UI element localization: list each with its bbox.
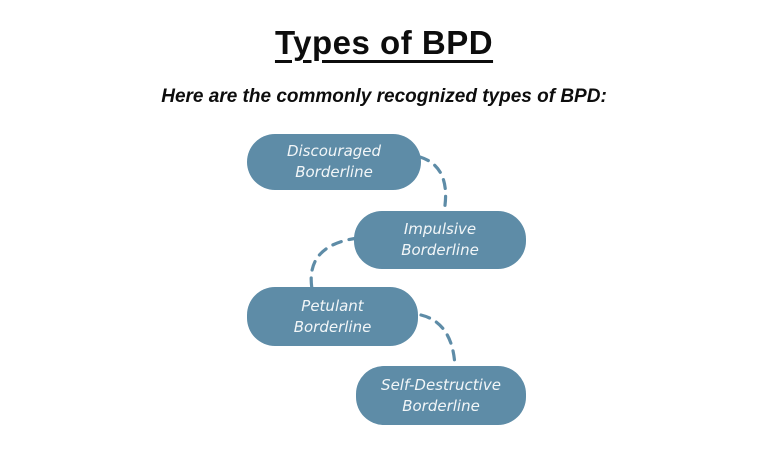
node-label-line: Self-Destructive — [381, 375, 501, 394]
node-label-line: Petulant — [301, 296, 364, 315]
node-label-line: Discouraged — [286, 142, 382, 160]
node-label-line: Borderline — [402, 396, 480, 415]
page-title: Types of BPD — [274, 24, 494, 61]
page-subtitle: Here are the commonly recognized types o… — [161, 86, 607, 107]
node-label-line: Impulsive — [403, 220, 477, 238]
node-discouraged-borderline: Discouraged Borderline — [247, 134, 421, 190]
connector-petulant-to-self-destructive — [419, 313, 457, 369]
node-label-line: Borderline — [295, 163, 373, 181]
node-label-line: Borderline — [293, 317, 372, 336]
node-self-destructive-borderline: Self-Destructive Borderline — [356, 366, 526, 425]
connector-discouraged-to-impulsive — [418, 155, 448, 214]
node-petulant-borderline: Petulant Borderline — [247, 287, 418, 346]
node-label-line: Borderline — [401, 241, 479, 259]
connector-impulsive-to-petulant — [309, 236, 360, 291]
node-impulsive-borderline: Impulsive Borderline — [354, 211, 526, 269]
